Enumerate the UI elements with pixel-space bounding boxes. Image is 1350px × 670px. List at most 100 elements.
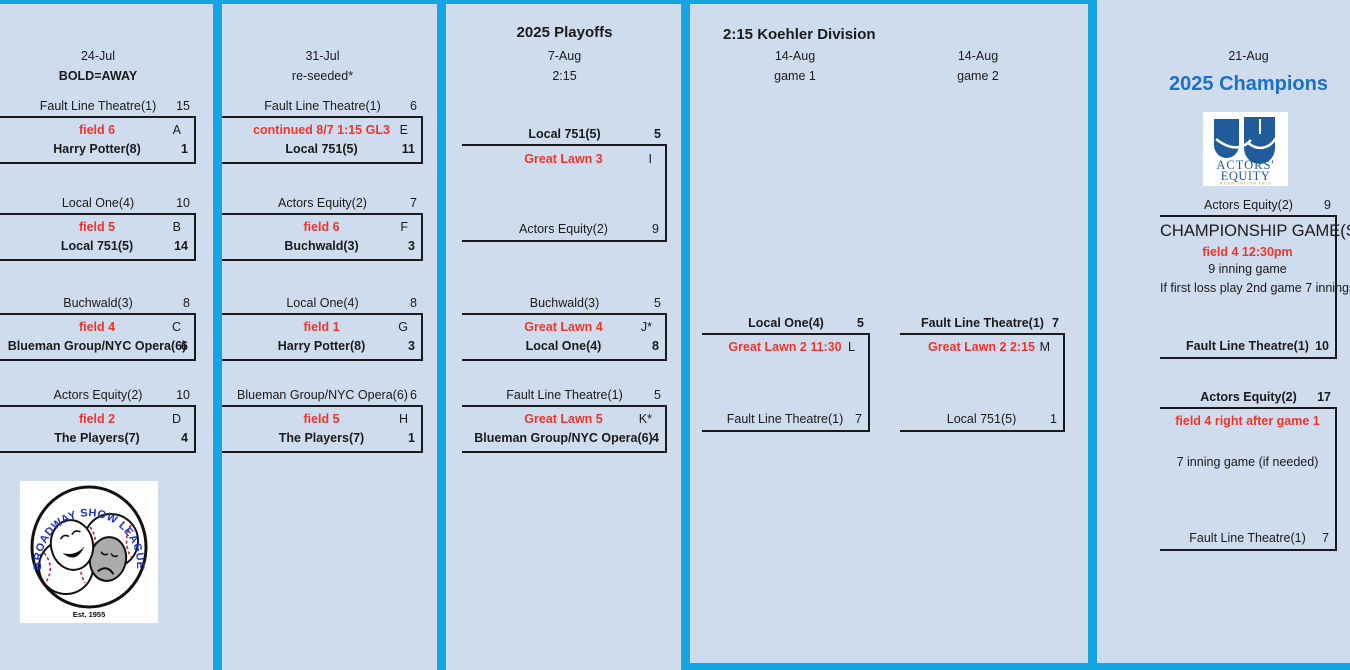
score: 6 <box>181 339 188 353</box>
field-label: Great Lawn 2 11:30 <box>728 340 842 354</box>
field-row: field 4 12:30pm <box>1160 244 1335 261</box>
field-label: continued 8/7 1:15 GL3 <box>253 123 390 137</box>
field-row: Great Lawn 2 11:30 L <box>702 339 868 356</box>
team-name: Actors Equity(2) <box>519 222 608 236</box>
game-letter: L <box>848 340 855 354</box>
team-row: Fault Line Theatre(1)5 <box>462 387 667 404</box>
score: 7 <box>855 412 862 426</box>
ae-logo-text-3: ASSOCIATION 1913 <box>1220 182 1271 186</box>
score: 5 <box>654 296 661 310</box>
score: 7 <box>1052 316 1059 330</box>
team-name: Local 751(5) <box>60 239 134 253</box>
field-label: field 5 <box>78 220 116 234</box>
comedy-mask-icon <box>49 519 95 571</box>
match-C: Buchwald(3)8 field 4 C Blueman Group/NYC … <box>0 295 196 361</box>
team-row: Buchwald(3)8 <box>0 295 196 312</box>
game-letter: B <box>172 220 181 234</box>
score: 1 <box>1050 412 1057 426</box>
score: 14 <box>174 239 188 253</box>
field-label: field 4 right after game 1 <box>1175 414 1320 428</box>
game-letter: E <box>399 123 408 137</box>
col4-title: 2:15 Koehler Division <box>723 26 876 43</box>
score: 10 <box>1315 339 1329 353</box>
team-name: Blueman Group/NYC Opera(6) <box>7 339 187 353</box>
ae-logo-text-1: ACTORS' <box>1216 158 1274 172</box>
divider-bar-4 <box>1088 0 1097 670</box>
col2-date: 31-Jul <box>305 49 340 63</box>
team-name: Harry Potter(8) <box>53 142 141 156</box>
field-row: field 4 C <box>0 319 194 336</box>
ae-logo-text-2: EQUITY <box>1221 169 1271 183</box>
score: 17 <box>1317 390 1331 404</box>
score: 5 <box>857 316 864 330</box>
score: 7 <box>1322 531 1329 545</box>
score: 6 <box>410 99 417 113</box>
championship-title: CHAMPIONSHIP GAME(S) <box>1160 222 1350 240</box>
divider-bar-2 <box>437 0 446 670</box>
score: 15 <box>176 99 190 113</box>
team-name: Actors Equity(2) <box>1200 390 1297 404</box>
score: 4 <box>181 431 188 445</box>
field-label: field 4 <box>78 320 116 334</box>
game-letter: K* <box>638 412 652 426</box>
score: 4 <box>652 431 659 445</box>
team-name: Fault Line Theatre(1) <box>264 99 381 113</box>
divider-bar-3 <box>681 0 690 670</box>
match-box: field 4 right after game 1 7 inning game… <box>1160 407 1337 551</box>
bsl-est-text: Est. 1955 <box>73 610 106 619</box>
col1-date: 24-Jul <box>80 49 116 63</box>
field-label: Great Lawn 2 2:15 <box>928 340 1035 354</box>
score: 1 <box>181 142 188 156</box>
mask-shape-right <box>1244 117 1275 164</box>
team-name: Actors Equity(2) <box>278 196 367 210</box>
match-box: CHAMPIONSHIP GAME(S) field 4 12:30pm 9 i… <box>1160 215 1350 359</box>
col4-game2-label: game 2 <box>957 69 999 83</box>
bottom-divider-bar <box>681 663 1350 670</box>
team-name: Local One(4) <box>748 316 824 330</box>
team-row: The Players(7) 4 <box>0 430 194 447</box>
col4-game1-label: game 1 <box>774 69 816 83</box>
champions-title: 2025 Champions <box>1169 73 1328 95</box>
team-name: Fault Line Theatre(1) <box>921 316 1044 330</box>
game-letter: I <box>648 152 652 166</box>
game-letter: F <box>400 220 408 234</box>
team-name: Buchwald(3) <box>63 296 133 310</box>
field-label: field 5 <box>303 412 340 426</box>
field-row: field 5 B <box>0 219 194 236</box>
game-letter: M <box>1039 340 1050 354</box>
game-letter: C <box>171 320 181 334</box>
score: 8 <box>652 339 659 353</box>
team-row: Actors Equity(2)9 <box>462 221 665 238</box>
score: 3 <box>408 239 415 253</box>
field-label: field 6 <box>78 123 116 137</box>
score: 10 <box>176 196 190 210</box>
col4-game2-date: 14-Aug <box>957 49 999 63</box>
team-row: Buchwald(3)5 <box>462 295 667 312</box>
actors-equity-logo-icon: ACTORS' EQUITY ASSOCIATION 1913 <box>1203 112 1288 186</box>
team-row: Local One(4) 5 <box>702 315 870 332</box>
match-B: Local One(4) 10 field 5 B Local 751(5) 14 <box>0 195 196 261</box>
team-name: Local One(4) <box>61 196 135 210</box>
team-row: Actors Equity(2)9 <box>1160 197 1337 214</box>
team-row: The Players(7)1 <box>222 430 421 447</box>
team-name: Buchwald(3) <box>284 239 359 253</box>
team-name: The Players(7) <box>54 431 140 445</box>
col4-game1-date: 14-Aug <box>774 49 816 63</box>
team-row: Fault Line Theatre(1) 6 <box>222 98 423 115</box>
team-row: Local 751(5)5 <box>462 126 667 143</box>
match-box: field 5 B Local 751(5) 14 <box>0 213 196 261</box>
col3-date: 7-Aug <box>547 49 582 63</box>
